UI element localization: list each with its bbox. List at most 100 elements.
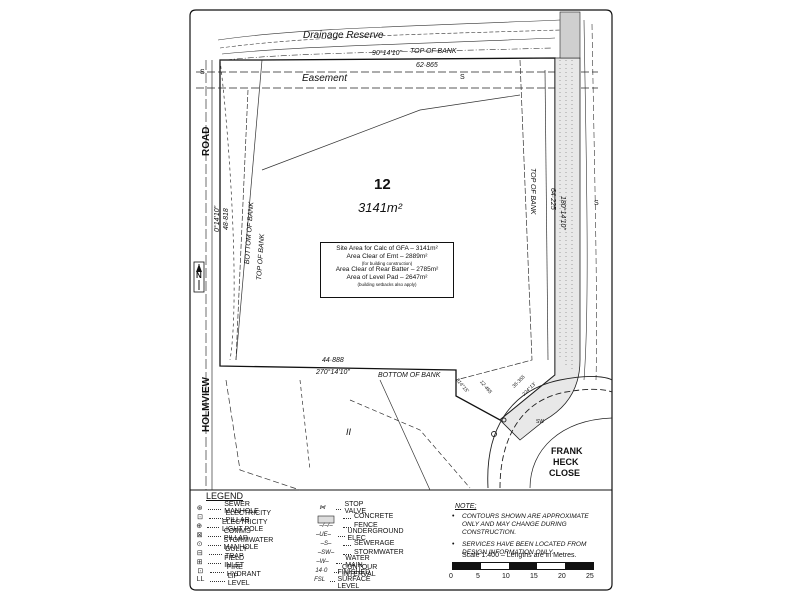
comms-pillar-icon: ⊠ [196,531,203,539]
note-item: • SERVICES HAVE BEEN LOCATED FROM DESIGN… [452,541,602,557]
scale-tick: 15 [530,573,538,580]
scale-caption: Scale 1:400 – Lengths are in Metres. [462,552,577,559]
legend-item: –UE– UNDERGROUND ELEC [312,527,410,542]
legend-item: ⊙STORMWATER MANHOLE [194,536,284,551]
legend-item: –S– SEWERAGE [312,539,395,548]
sewer-manhole-icon: ⊛ [196,504,203,512]
light-pole-icon: ⊕ [196,522,203,530]
legend-item-label: UNDERGROUND ELEC [347,527,404,542]
legend-item-label: LIP LEVEL [227,572,250,587]
note-text: CONTOURS SHOWN ARE APPROXIMATE ONLY AND … [462,513,589,536]
road-suffix-label: ROAD [201,126,212,156]
north-arrow-label: N [196,271,202,280]
bearing-north-label: 90°14'10" [372,50,402,57]
frank-label: FRANK [551,446,583,456]
notes-list: • CONTOURS SHOWN ARE APPROXIMATE ONLY AN… [452,513,602,557]
easement-lines [196,71,598,89]
legend-item: FSL FINISHED SURFACE LEVEL [312,569,387,590]
drainage-contours [217,19,561,61]
scale-tick: 25 [586,573,594,580]
legend-item-label: FIRE HYDRANT [226,563,261,578]
s-label-east: S [594,200,599,207]
legend-item: CONCRETE [312,512,393,521]
legend-item: –/–/–FENCE [312,521,378,530]
lot-number: 12 [374,176,391,193]
distance-east-label: 64·225 [549,188,556,210]
legend-item: –W– WATER MAIN [312,554,379,569]
scale-tick: 5 [476,573,480,580]
legend-item: ⋈STOP VALVE [312,500,376,515]
legend-item-label: WATER MAIN [345,554,370,569]
legend-item-label: SEWERAGE [354,540,395,547]
distance-west-label: 48·818 [223,208,230,230]
legend-item-label: FENCE [354,522,378,529]
building-construction-note: (for building construction) [361,261,413,266]
area-rear-batter-row: Area Clear of Rear Batter – 2785m² [335,266,439,273]
lot-area: 3141m² [358,200,403,215]
stormwater-line-icon: –SW– [317,549,335,556]
easement-s-left: S [200,69,205,76]
legend-item-label: FIELD INLET [224,554,245,569]
cul-de-sac [487,376,613,489]
legend-item: ⊟ GULLY TRAP [194,545,256,560]
legend-item: 14·0 CONTOUR INTERVAL [312,563,389,578]
contour-label: II [346,427,352,437]
setbacks-note: (building setbacks also apply) [357,282,417,287]
legend-item-label: STORMWATER [354,549,404,556]
bank-lines [219,59,549,381]
legend-item-label: STOP VALVE [344,500,366,515]
legend-item-label: ELECTRICITY PILLAR [225,509,271,524]
road-lines [205,60,471,491]
note-bullet: • [452,513,455,520]
fsl-icon: FSL [314,576,326,583]
legend-item-label: STORMWATER MANHOLE [223,536,274,551]
bottom-of-bank-south-label: BOTTOM OF BANK [378,372,441,379]
scale-tick: 20 [558,573,566,580]
sewerage-line-icon: –S– [320,540,332,547]
legend-item: ⊠ COMMS PILLAR [194,527,261,542]
legend-item-label: GULLY TRAP [224,545,248,560]
heck-label: HECK [553,457,579,467]
easement-s-right: S [460,74,465,81]
easement-label: Easement [302,73,348,84]
area-level-pad-row: Area of Level Pad – 2647m² [346,274,428,281]
top-of-bank-north-label: TOP OF BANK [410,48,457,55]
area-clear-emt-row: Area Clear of Emt – 2889m² [346,253,428,260]
concrete-strip [499,11,581,441]
legend-item-label: ELECTRICITY LIGHT POLE [222,518,268,533]
bearing-east-label: 180°14'10" [559,196,566,230]
sheet-border [189,9,613,591]
top-of-bank-east-label: TOP OF BANK [529,168,536,215]
water-main-line-icon: –W– [316,558,329,565]
concrete-swatch [317,515,335,524]
legend-item-label: FINISHED SURFACE LEVEL [337,569,371,590]
note-bullet: • [452,541,455,548]
holmview-road-label: HOLMVIEW [201,377,212,432]
legend-title: LEGEND [206,491,244,501]
bearing-west-label: 0°14'10" [214,205,221,232]
notes-title: NOTE; [455,503,477,510]
east-contours [583,19,597,381]
close-label: CLOSE [549,468,581,478]
fire-hydrant-icon: ⊡ [197,567,204,575]
scale-bar [452,562,594,570]
legend-item-label: SEWER MANHOLE [224,500,259,515]
legend-item-label: CONTOUR INTERVAL [342,563,378,578]
legend-item-label: CONCRETE [354,513,394,520]
note-text: SERVICES HAVE BEEN LOCATED FROM DESIGN I… [462,541,587,556]
legend-item: ⊡ FIRE HYDRANT [194,563,268,578]
bearing-south-label: 270°14'10" [316,369,350,376]
field-inlet-icon: ⊞ [196,558,203,566]
electricity-pillar-icon: ⊡ [197,513,203,521]
sw-label: SW [536,419,545,425]
distance-south-label: 44·888 [322,357,344,364]
contour-interval-icon: 14·0 [315,567,328,574]
note-item: • CONTOURS SHOWN ARE APPROXIMATE ONLY AN… [452,513,602,537]
legend-item: ⊛ SEWER MANHOLE [194,500,269,515]
underground-elec-line-icon: –UE– [315,531,331,538]
legend-item: ⊡ ELECTRICITY PILLAR [194,509,279,524]
gully-trap-icon: ⊟ [196,549,203,557]
legend-item-label: COMMS PILLAR [223,527,251,542]
